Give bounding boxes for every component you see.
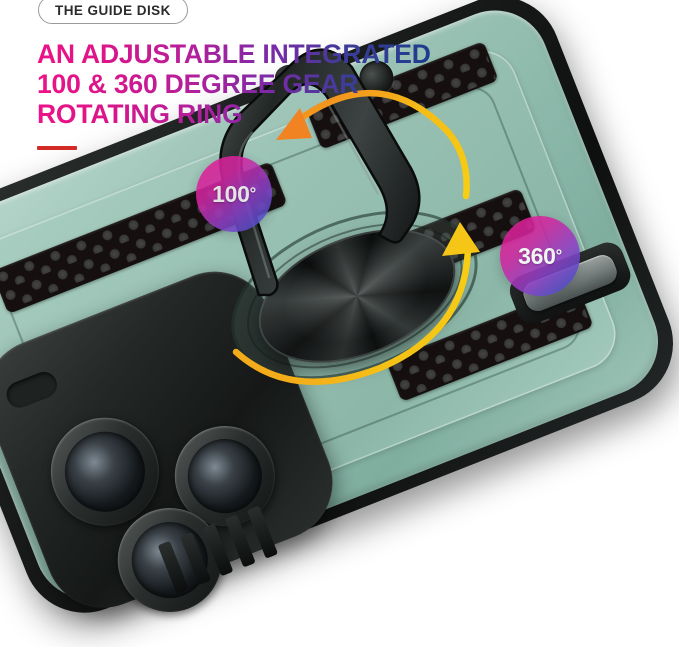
callout-360-value: 360 — [518, 242, 556, 269]
headline-line-2: 100 & 360 DEGREE GEAR — [37, 69, 431, 100]
page-title: AN ADJUSTABLE INTEGRATED 100 & 360 DEGRE… — [37, 39, 431, 130]
callout-100-degree: 100° — [196, 156, 272, 232]
headline-line-3: ROTATING RING — [37, 99, 431, 130]
section-badge: THE GUIDE DISK — [38, 0, 188, 24]
callout-100-value: 100 — [212, 180, 250, 207]
headline-line-1: AN ADJUSTABLE INTEGRATED — [37, 39, 431, 69]
callout-360-degree: 360° — [500, 216, 580, 296]
accent-rule — [37, 146, 77, 150]
